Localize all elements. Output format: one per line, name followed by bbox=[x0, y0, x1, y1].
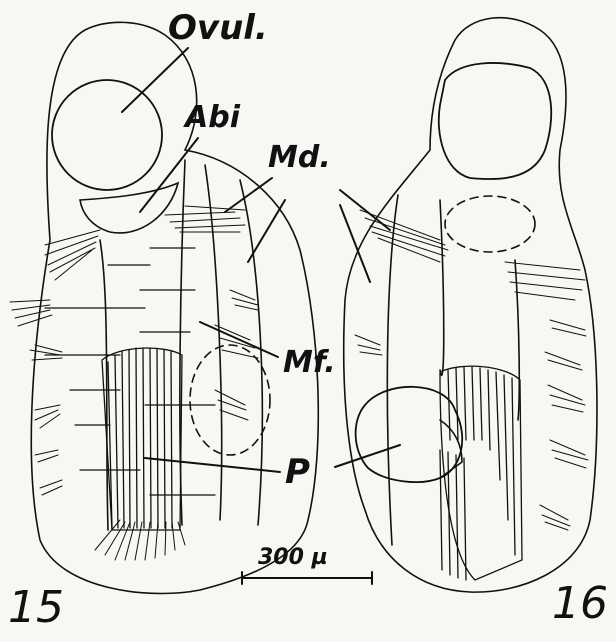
label-abi: Abi bbox=[185, 100, 240, 135]
ovule-16 bbox=[439, 63, 551, 179]
inner-line-16c bbox=[515, 260, 519, 420]
dashed-region-16 bbox=[445, 196, 535, 252]
specimen-16-outline bbox=[344, 18, 597, 592]
specimen-15 bbox=[10, 22, 318, 593]
pharynx-15 bbox=[102, 348, 182, 530]
scale-bar-label: 300 µ bbox=[258, 545, 328, 570]
label-p: P bbox=[285, 452, 310, 492]
label-mf: Mf. bbox=[283, 345, 336, 380]
figure-number-15: 15 bbox=[8, 582, 64, 633]
dashed-region-15 bbox=[190, 345, 270, 455]
pharynx-cap-16 bbox=[356, 387, 463, 482]
label-md: Md. bbox=[268, 140, 331, 175]
label-ovul: Ovul. bbox=[168, 8, 268, 48]
figure-number-16: 16 bbox=[552, 578, 608, 629]
inner-line-15c bbox=[205, 165, 222, 520]
ovule-15 bbox=[52, 80, 162, 190]
specimen-16 bbox=[335, 18, 597, 592]
inner-line-16b bbox=[440, 200, 444, 375]
inner-line-16a bbox=[387, 195, 398, 545]
pharynx-16 bbox=[440, 366, 522, 580]
lateral-tufts-15 bbox=[10, 206, 258, 495]
abi-organ-15 bbox=[80, 183, 178, 233]
inner-line-15d bbox=[240, 180, 262, 525]
